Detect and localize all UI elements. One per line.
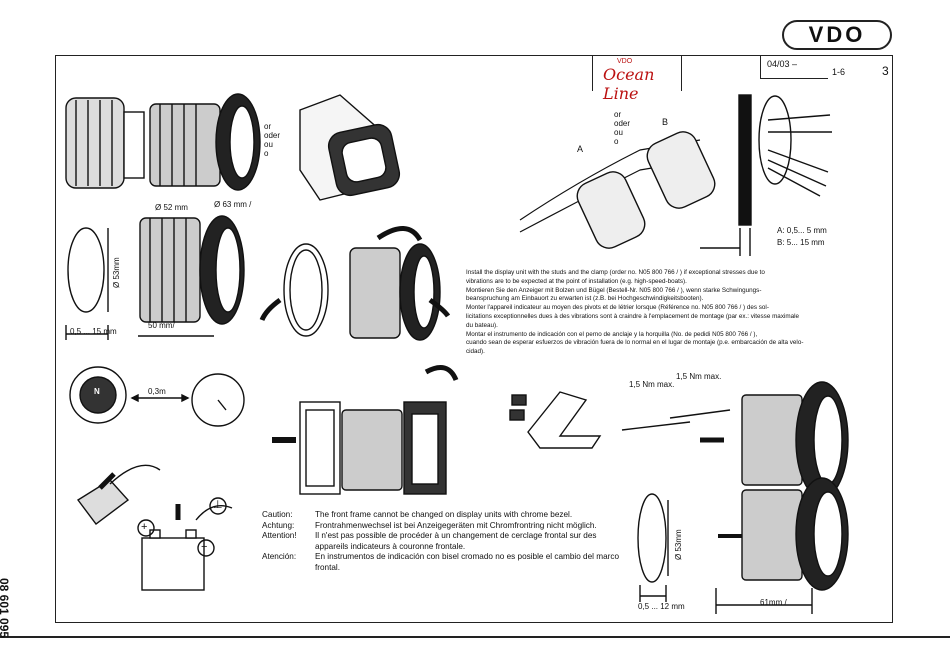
install-line: cidad). xyxy=(466,348,485,356)
or-labels-1: or oder ou o xyxy=(264,122,280,158)
ou-label: ou xyxy=(614,128,623,137)
install-line: Montieren Sie den Anzeiger mit Bolzen un… xyxy=(466,286,762,294)
label-a: A xyxy=(577,144,584,154)
ou-label: ou xyxy=(264,140,273,149)
gap-label: 0,5 ... 15 mm xyxy=(70,327,117,336)
spec-b: B: 5... 15 mm xyxy=(777,238,825,247)
caution-notes: Caution: The front frame cannot be chang… xyxy=(262,510,622,573)
install-line: Monter l'appareil indicateur au moyen de… xyxy=(466,304,769,312)
o-label: o xyxy=(264,149,269,158)
ground-icon: ⊥ xyxy=(213,499,223,511)
ocean-line-logo: VDO Ocean Line xyxy=(592,55,682,103)
or-label: or xyxy=(264,122,272,131)
date-code: 04/03 – xyxy=(760,55,828,79)
o-label: o xyxy=(614,137,619,146)
install-line: du bateau). xyxy=(466,321,498,329)
bottom-diam-53-label: Ø 53mm xyxy=(674,529,683,560)
distance-label: 0,3m xyxy=(148,387,166,396)
caution-text: En instrumentos de indicación con bisel … xyxy=(315,552,620,572)
page-ref: 1-6 xyxy=(832,67,846,77)
caution-text: Il n'est pas possible de procéder à un c… xyxy=(315,531,597,551)
compass-letter: N xyxy=(94,387,100,396)
torque-stud-illustration xyxy=(509,381,849,499)
caution-text: Frontrahmenwechsel ist bei Anzeigegeräte… xyxy=(315,520,597,530)
caution-text: The front frame cannot be changed on dis… xyxy=(315,510,573,519)
install-line: vibrations are to be expected at the poi… xyxy=(466,277,687,285)
diam-63-label: Ø 63 mm / xyxy=(214,200,252,209)
install-line: licitations exceptionnelles dues à des v… xyxy=(466,312,800,320)
nut-and-gauge-illustration xyxy=(65,93,261,191)
minus-sign: − xyxy=(201,541,208,553)
install-line: beanspruchung am Einbauort zu erwarten i… xyxy=(466,295,704,303)
frame-change-illustration xyxy=(272,365,459,495)
install-line: cuando sean de esperar esfuerzos de vibr… xyxy=(466,339,804,347)
diam-53-label: Ø 53mm xyxy=(112,257,121,288)
label-b: B xyxy=(662,117,669,127)
o-ring-gauge-illustration xyxy=(259,226,451,341)
caution-label: Achtung: xyxy=(262,520,295,530)
dimension-gauge-illustration xyxy=(65,215,245,340)
spec-a: A: 0,5... 5 mm xyxy=(777,226,827,235)
caution-row: Achtung: Frontrahmenwechsel ist bei Anze… xyxy=(262,521,622,532)
drawing-frame xyxy=(55,55,893,623)
square-frame-illustration xyxy=(299,94,401,201)
install-line: Montar el instrumento de indicación con … xyxy=(466,330,758,338)
oder-label: oder xyxy=(614,119,631,128)
caution-label: Attention! xyxy=(262,531,297,540)
bottom-dimension-illustration xyxy=(637,477,849,614)
install-instructions: Install the display unit with the studs … xyxy=(466,269,886,357)
caution-label: Caution: xyxy=(262,510,293,519)
length-label: 50 mm/ xyxy=(148,321,175,330)
torque-label-1: 1,5 Nm max. xyxy=(629,380,675,389)
caution-row: Atención: En instrumentos de indicación … xyxy=(262,552,622,573)
caution-row: Attention! Il n'est pas possible de proc… xyxy=(262,531,622,552)
compass-distance-illustration xyxy=(69,366,245,427)
caution-label: Atención: xyxy=(262,552,297,561)
bottom-rule xyxy=(0,636,950,638)
oder-label: oder xyxy=(264,131,281,140)
battery-wiring-illustration xyxy=(76,464,233,591)
caution-row: Caution: The front frame cannot be chang… xyxy=(262,510,622,521)
bottom-gap-label: 0,5 ... 12 mm xyxy=(638,602,685,611)
install-line: Install the display unit with the studs … xyxy=(466,269,765,276)
plus-sign: + xyxy=(141,521,148,533)
bottom-length-label: 61mm / xyxy=(760,598,787,607)
torque-label-2: 1,5 Nm max. xyxy=(676,372,722,381)
or-labels-2: or oder ou o xyxy=(614,110,630,146)
diam-52-label: Ø 52 mm xyxy=(155,203,188,212)
vdo-logo: VDO xyxy=(782,20,892,50)
studs-clamp-illustration xyxy=(519,94,832,256)
ocean-line-logo-script: Ocean Line xyxy=(603,65,655,103)
ocean-line-logo-small: VDO xyxy=(617,58,633,65)
page-number: 3 xyxy=(882,64,889,78)
or-label: or xyxy=(614,110,622,119)
